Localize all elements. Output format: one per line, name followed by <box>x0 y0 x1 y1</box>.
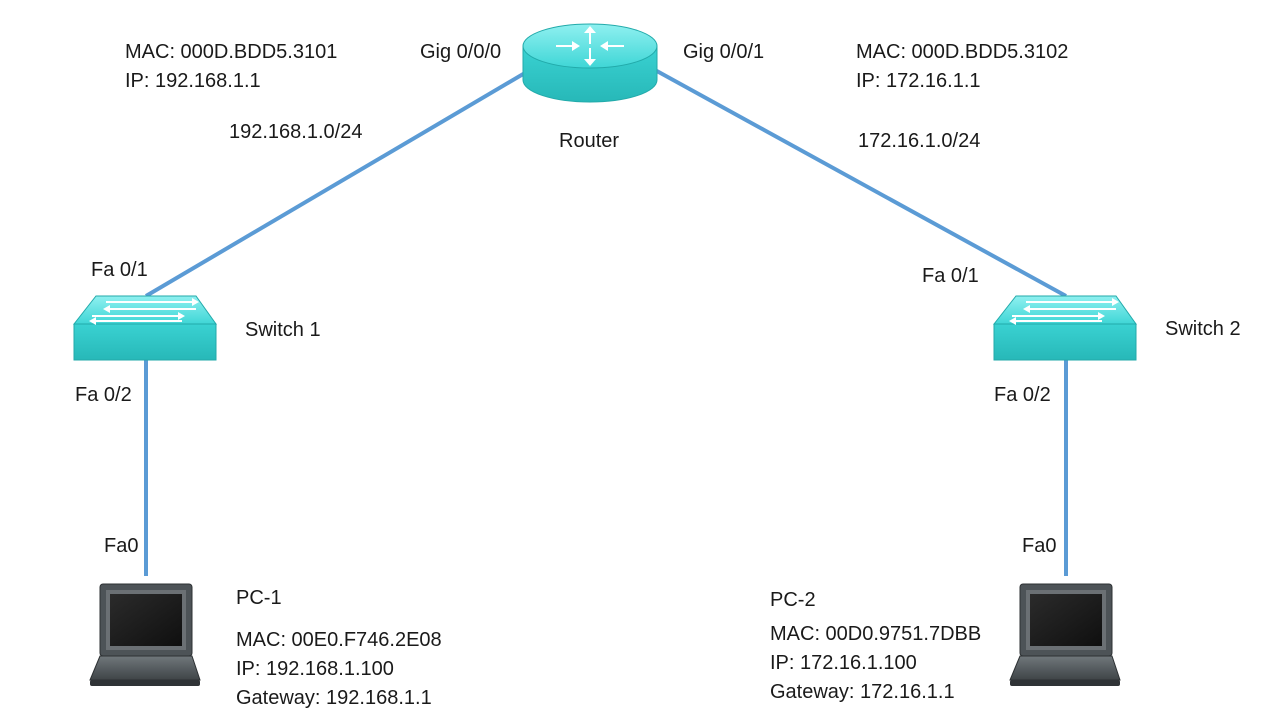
pc2-info: MAC: 00D0.9751.7DBB IP: 172.16.1.100 Gat… <box>770 620 981 707</box>
pc2-laptop-icon[interactable] <box>1009 583 1121 686</box>
router-right-ip: IP: 172.16.1.1 <box>856 70 981 92</box>
router-left-ip: IP: 192.168.1.1 <box>125 70 261 92</box>
pc2-gateway: Gateway: 172.16.1.1 <box>770 681 955 703</box>
link-router-switch2 <box>654 68 1067 298</box>
pc1-name: PC-1 <box>236 587 282 609</box>
pc1-ip: IP: 192.168.1.100 <box>236 658 394 680</box>
pc1-gateway: Gateway: 192.168.1.1 <box>236 687 432 709</box>
router-right-mac: MAC: 000D.BDD5.3102 <box>856 41 1069 63</box>
pc2-mac: MAC: 00D0.9751.7DBB <box>770 623 982 645</box>
pc1-port: Fa0 <box>104 535 139 557</box>
pc1-laptop-icon[interactable] <box>89 583 201 686</box>
link-router-switch1 <box>144 68 532 298</box>
network-right-label: 172.16.1.0/24 <box>858 130 981 152</box>
switch1-downlink-port: Fa 0/2 <box>75 384 132 406</box>
router-name: Router <box>559 130 620 152</box>
pc2-name: PC-2 <box>770 589 816 611</box>
switch2-uplink-port: Fa 0/1 <box>922 265 979 287</box>
router-right-info: MAC: 000D.BDD5.3102 IP: 172.16.1.1 <box>856 38 1068 96</box>
router-left-mac: MAC: 000D.BDD5.3101 <box>125 41 338 63</box>
router-port-left: Gig 0/0/0 <box>420 41 502 63</box>
switch2-name: Switch 2 <box>1165 318 1241 340</box>
pc2-port: Fa0 <box>1022 535 1057 557</box>
router-left-info: MAC: 000D.BDD5.3101 IP: 192.168.1.1 <box>125 38 337 96</box>
switch1-name: Switch 1 <box>245 319 321 341</box>
switch1-icon[interactable] <box>72 295 217 361</box>
switch2-icon[interactable] <box>992 295 1137 361</box>
router-port-right: Gig 0/0/1 <box>683 41 765 63</box>
router-icon[interactable] <box>522 23 658 103</box>
pc1-info: MAC: 00E0.F746.2E08 IP: 192.168.1.100 Ga… <box>236 626 442 713</box>
pc2-ip: IP: 172.16.1.100 <box>770 652 917 674</box>
switch1-uplink-port: Fa 0/1 <box>91 259 148 281</box>
pc1-mac: MAC: 00E0.F746.2E08 <box>236 629 442 651</box>
network-left-label: 192.168.1.0/24 <box>229 121 363 143</box>
switch2-downlink-port: Fa 0/2 <box>994 384 1051 406</box>
